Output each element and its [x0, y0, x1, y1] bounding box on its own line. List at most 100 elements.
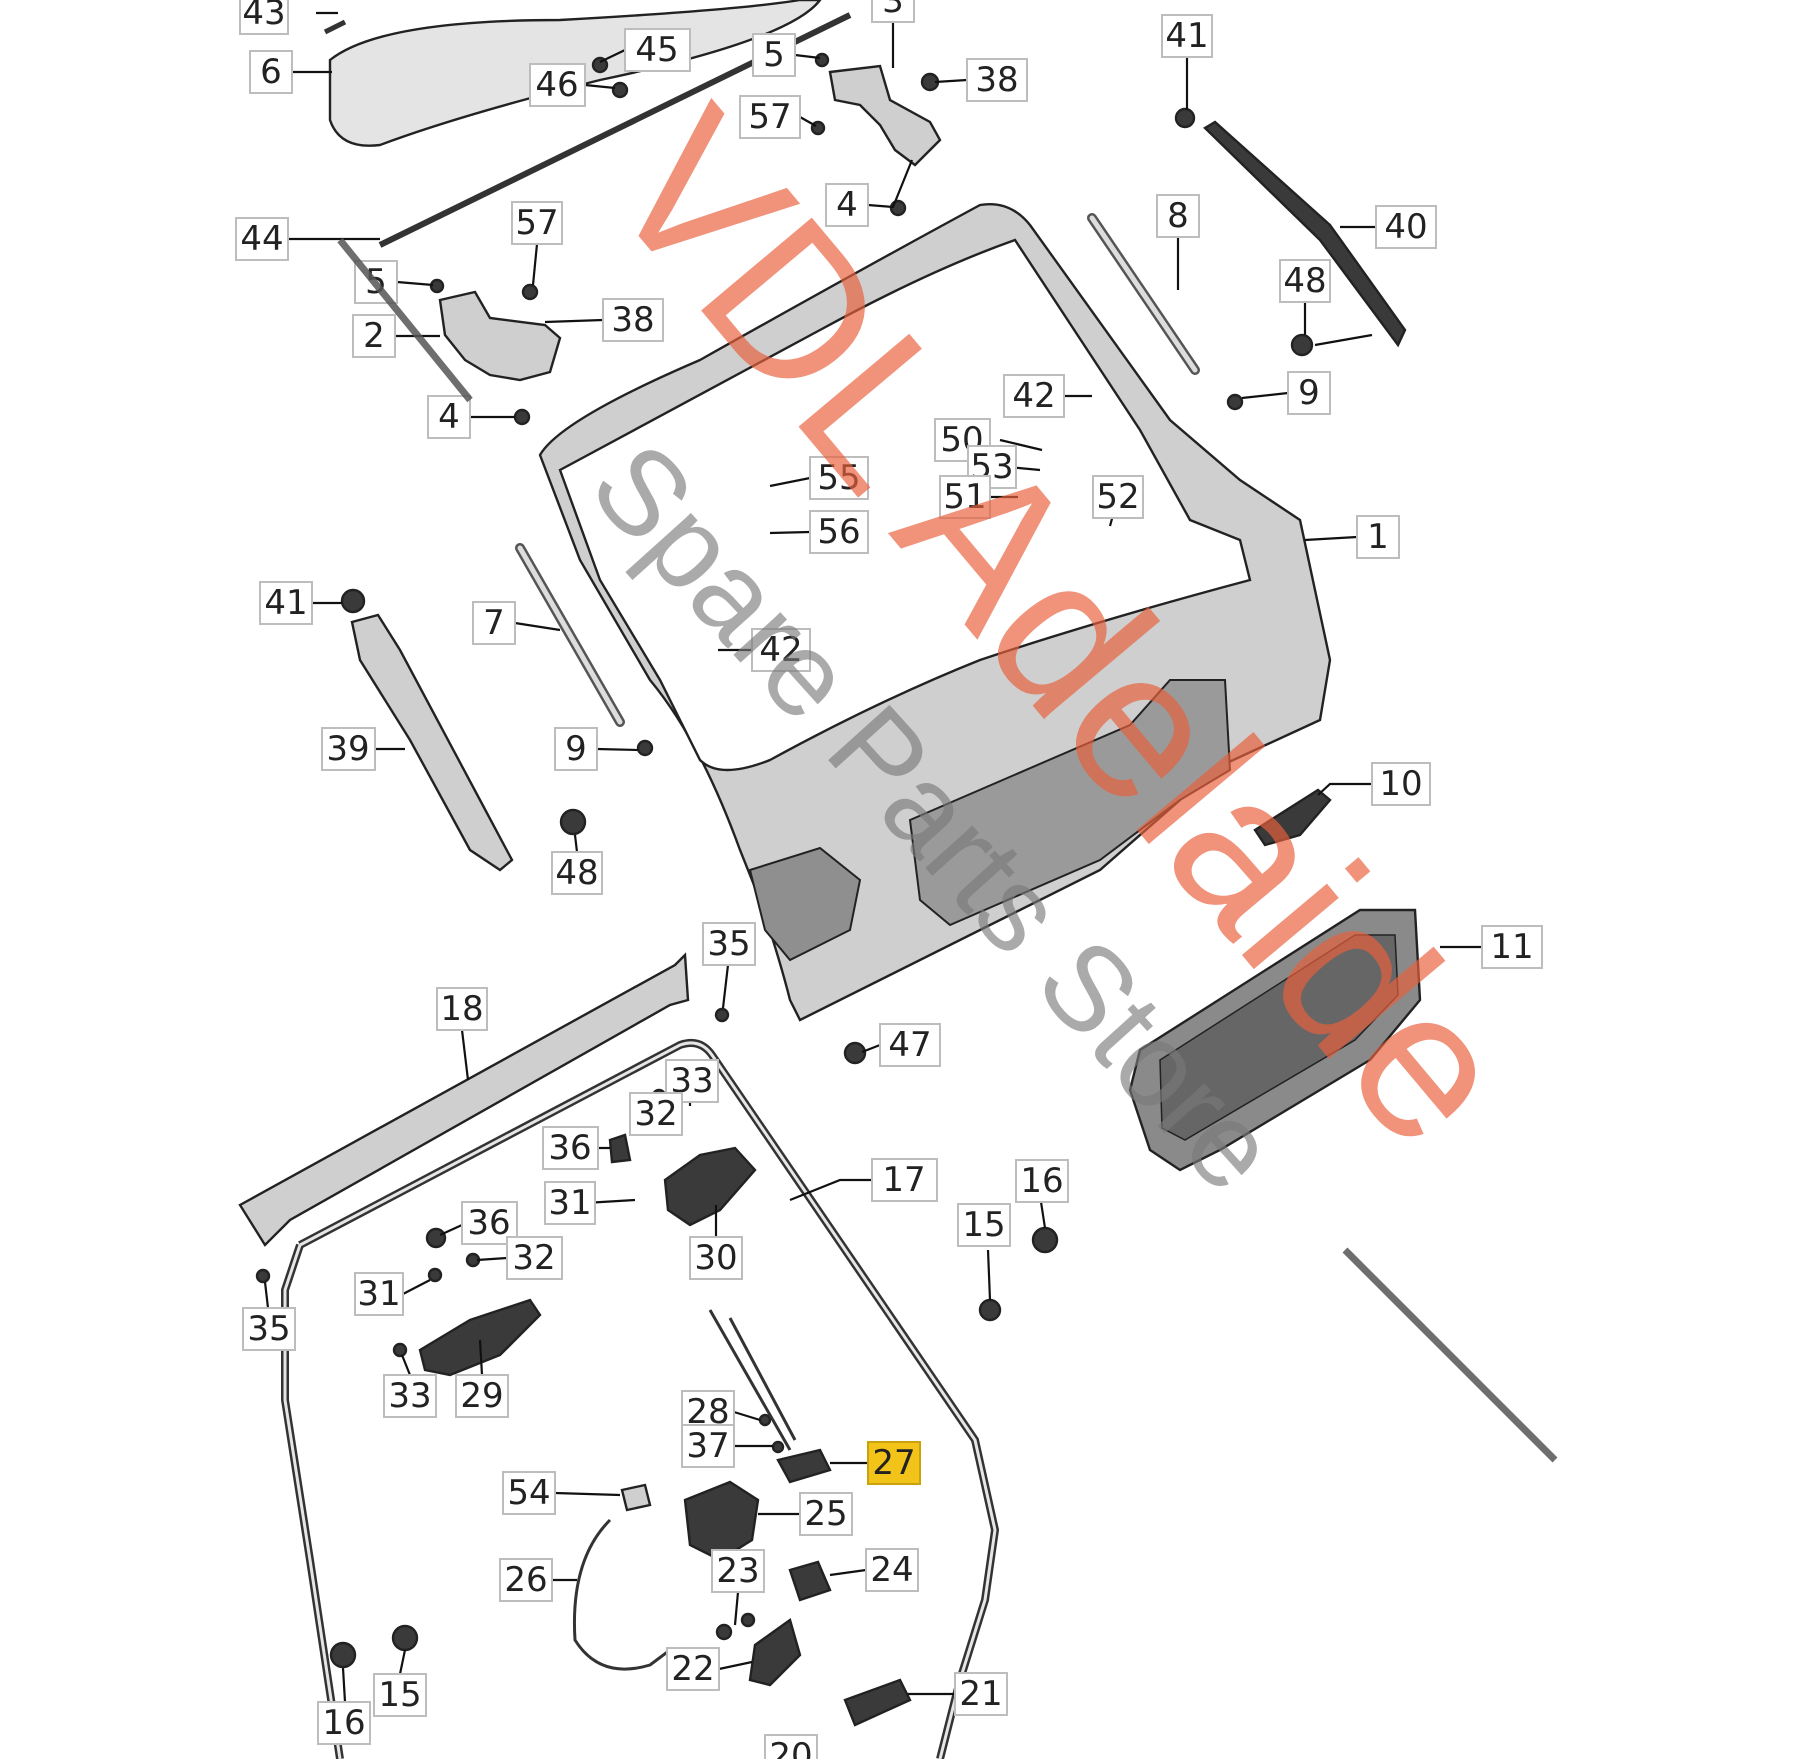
callout-21[interactable]: 21: [954, 1672, 1008, 1716]
callout-54[interactable]: 54: [502, 1471, 556, 1515]
svg-text:18: 18: [440, 989, 483, 1029]
part-part-22: [748, 1618, 802, 1687]
svg-text:16: 16: [322, 1703, 365, 1743]
callout-36a[interactable]: 36: [542, 1126, 599, 1170]
callout-37[interactable]: 37: [681, 1424, 735, 1468]
svg-text:35: 35: [247, 1309, 290, 1349]
part-gas-strut-left-highlight: [517, 545, 623, 725]
callout-29[interactable]: 29: [455, 1374, 509, 1418]
svg-text:35: 35: [707, 924, 750, 964]
ballstud-9a: [1226, 393, 1244, 411]
part-trim-39: [350, 613, 514, 872]
svg-text:21: 21: [959, 1674, 1002, 1714]
callout-31b[interactable]: 31: [354, 1272, 404, 1316]
callout-32a[interactable]: 32: [629, 1092, 683, 1136]
svg-text:56: 56: [817, 512, 860, 552]
svg-text:32: 32: [634, 1094, 677, 1134]
grommet-16a: [1031, 1226, 1059, 1254]
svg-text:48: 48: [555, 853, 598, 893]
callout-23[interactable]: 23: [711, 1549, 765, 1593]
callout-26[interactable]: 26: [499, 1558, 553, 1602]
callout-4a[interactable]: 4: [825, 183, 869, 227]
callout-10[interactable]: 10: [1371, 762, 1431, 806]
bolt-5a: [814, 52, 830, 68]
callout-46[interactable]: 46: [529, 63, 586, 107]
callout-48b[interactable]: 48: [551, 851, 603, 895]
svg-text:38: 38: [611, 300, 654, 340]
callout-55[interactable]: 55: [809, 456, 869, 500]
callout-16b[interactable]: 16: [317, 1701, 371, 1745]
callout-18[interactable]: 18: [436, 987, 488, 1031]
svg-text:23: 23: [716, 1551, 759, 1591]
callout-39[interactable]: 39: [321, 727, 376, 771]
callout-42b[interactable]: 42: [751, 628, 811, 672]
callout-9b[interactable]: 9: [554, 727, 598, 771]
callout-2[interactable]: 2: [352, 314, 396, 358]
callout-41a[interactable]: 41: [1161, 14, 1213, 58]
callout-15a[interactable]: 15: [957, 1203, 1011, 1247]
callout-33b[interactable]: 33: [383, 1374, 437, 1418]
svg-text:29: 29: [460, 1376, 503, 1416]
callout-1[interactable]: 1: [1356, 515, 1400, 559]
callout-52[interactable]: 52: [1092, 475, 1144, 519]
part-plate-recess: [908, 679, 1232, 927]
callout-5a[interactable]: 5: [752, 33, 796, 77]
svg-text:15: 15: [378, 1675, 421, 1715]
callout-43[interactable]: 43: [239, 0, 289, 35]
callout-22[interactable]: 22: [666, 1647, 720, 1691]
callout-11[interactable]: 11: [1481, 925, 1543, 969]
callout-8[interactable]: 8: [1156, 194, 1200, 238]
callout-56[interactable]: 56: [809, 510, 869, 554]
part-plate-trim-11-inner: [1159, 934, 1399, 1141]
svg-text:25: 25: [804, 1494, 847, 1534]
callout-6[interactable]: 6: [249, 50, 293, 94]
clip-48b: [559, 808, 587, 836]
part-trim-40: [1203, 120, 1407, 348]
callout-57a[interactable]: 57: [739, 95, 801, 139]
part-lock-25: [683, 1480, 760, 1562]
callout-35a[interactable]: 35: [702, 922, 756, 966]
callout-15b[interactable]: 15: [373, 1673, 427, 1717]
clip-36b: [425, 1227, 447, 1249]
callout-16a[interactable]: 16: [1015, 1159, 1069, 1203]
bolt-23b: [740, 1612, 756, 1628]
callout-17[interactable]: 17: [871, 1158, 938, 1202]
callout-7[interactable]: 7: [472, 601, 516, 645]
svg-text:57: 57: [515, 203, 558, 243]
svg-text:44: 44: [240, 219, 283, 259]
callout-31a[interactable]: 31: [544, 1181, 596, 1225]
part-tailgate-seal-inner: [283, 1041, 997, 1759]
grommet-16b: [329, 1641, 357, 1669]
callout-32b[interactable]: 32: [506, 1236, 563, 1280]
svg-text:3: 3: [882, 0, 904, 21]
callout-51[interactable]: 51: [939, 475, 991, 519]
svg-text:30: 30: [694, 1238, 737, 1278]
callout-41b[interactable]: 41: [259, 581, 313, 625]
svg-text:6: 6: [260, 52, 282, 92]
callout-24[interactable]: 24: [865, 1548, 919, 1592]
callout-40[interactable]: 40: [1375, 205, 1437, 249]
callout-35b[interactable]: 35: [242, 1307, 296, 1351]
callout-25[interactable]: 25: [799, 1492, 853, 1536]
callout-44[interactable]: 44: [235, 217, 289, 261]
callout-27-highlighted[interactable]: 27: [867, 1441, 921, 1485]
callout-4b[interactable]: 4: [427, 395, 471, 439]
callout-42a[interactable]: 42: [1003, 374, 1065, 418]
svg-text:7: 7: [483, 603, 505, 643]
callout-30[interactable]: 30: [689, 1236, 743, 1280]
svg-text:31: 31: [548, 1183, 591, 1223]
callout-45[interactable]: 45: [624, 28, 691, 72]
callout-9a[interactable]: 9: [1287, 371, 1331, 415]
svg-text:48: 48: [1283, 261, 1326, 301]
part-part-21: [843, 1678, 912, 1727]
callout-38b[interactable]: 38: [602, 298, 664, 342]
callout-47[interactable]: 47: [879, 1023, 941, 1067]
callout-20[interactable]: 20: [764, 1734, 818, 1759]
ballstud-9b: [636, 739, 654, 757]
callout-38a[interactable]: 38: [966, 58, 1028, 102]
part-clip-36a: [608, 1133, 632, 1164]
callout-57b[interactable]: 57: [511, 201, 563, 245]
callout-3[interactable]: 3: [871, 0, 915, 23]
callout-48a[interactable]: 48: [1279, 259, 1331, 303]
